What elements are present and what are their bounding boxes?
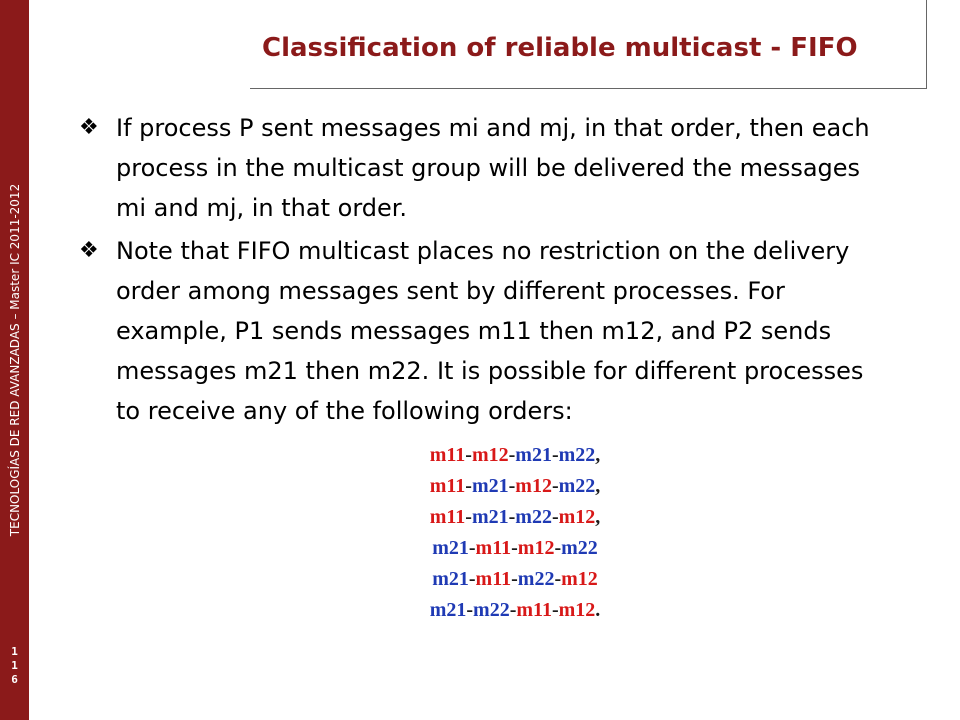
message-token: m22 bbox=[558, 444, 596, 466]
bullet-text: If process P sent messages mi and mj, in… bbox=[116, 114, 870, 222]
message-token: m12 bbox=[517, 537, 555, 559]
message-token: m22 bbox=[515, 506, 552, 528]
message-token: m11 bbox=[475, 537, 512, 559]
message-token: m21 bbox=[432, 568, 469, 590]
message-token: m12 bbox=[558, 599, 596, 621]
delivery-order-list: m11-m12-m21-m22, m11-m21-m12-m22, m11-m2… bbox=[380, 440, 650, 626]
bullet-text: Note that FIFO multicast places no restr… bbox=[116, 237, 864, 425]
separator: - bbox=[551, 506, 559, 528]
bullet-item: ❖ Note that FIFO multicast places no res… bbox=[75, 231, 875, 431]
message-token: m11 bbox=[429, 506, 466, 528]
message-token: m21 bbox=[432, 537, 469, 559]
message-token: m21 bbox=[515, 444, 552, 466]
message-token: m22 bbox=[473, 599, 510, 621]
page-digit: 1 bbox=[11, 645, 18, 658]
title-frame-vertical-line bbox=[926, 0, 927, 89]
separator: - bbox=[551, 475, 559, 497]
punctuation: . bbox=[595, 599, 601, 621]
separator: - bbox=[468, 568, 476, 590]
page-number: 1 1 6 bbox=[0, 645, 29, 687]
message-token: m11 bbox=[516, 599, 552, 621]
sidebar-course-label: TECNOLOGÍAS DE RED AVANZADAS – Master IC… bbox=[8, 183, 22, 537]
delivery-order-item: m11-m21-m22-m12, bbox=[380, 502, 650, 533]
message-token: m11 bbox=[429, 475, 466, 497]
separator: - bbox=[511, 537, 518, 559]
bullet-icon: ❖ bbox=[79, 115, 99, 140]
message-token: m12 bbox=[471, 444, 509, 466]
separator: - bbox=[554, 537, 562, 559]
separator: - bbox=[554, 568, 562, 590]
title-frame-horizontal-line bbox=[250, 88, 927, 89]
message-token: m22 bbox=[517, 568, 555, 590]
page-digit: 1 bbox=[11, 659, 18, 672]
page-digit: 6 bbox=[11, 673, 18, 686]
message-token: m12 bbox=[561, 568, 598, 590]
delivery-order-item: m11-m12-m21-m22, bbox=[380, 440, 650, 471]
bullet-list: ❖ If process P sent messages mi and mj, … bbox=[75, 108, 875, 434]
separator: - bbox=[511, 568, 518, 590]
bullet-item: ❖ If process P sent messages mi and mj, … bbox=[75, 108, 875, 228]
delivery-order-item: m21-m22-m11-m12. bbox=[380, 595, 650, 626]
separator: - bbox=[465, 506, 472, 528]
message-token: m12 bbox=[558, 506, 596, 528]
separator: - bbox=[468, 537, 476, 559]
separator: - bbox=[465, 444, 472, 466]
slide-title: Classification of reliable multicast - F… bbox=[262, 33, 858, 63]
punctuation: , bbox=[595, 475, 601, 497]
separator: - bbox=[509, 599, 517, 621]
separator: - bbox=[508, 475, 516, 497]
separator: - bbox=[508, 506, 516, 528]
message-token: m22 bbox=[561, 537, 598, 559]
punctuation: , bbox=[595, 506, 601, 528]
message-token: m22 bbox=[558, 475, 596, 497]
message-token: m21 bbox=[471, 475, 509, 497]
separator: - bbox=[466, 599, 474, 621]
message-token: m11 bbox=[429, 444, 466, 466]
delivery-order-item: m11-m21-m12-m22, bbox=[380, 471, 650, 502]
separator: - bbox=[551, 444, 559, 466]
punctuation: , bbox=[595, 444, 601, 466]
message-token: m12 bbox=[515, 475, 552, 497]
separator: - bbox=[551, 599, 559, 621]
delivery-order-item: m21-m11-m22-m12 bbox=[380, 564, 650, 595]
delivery-order-item: m21-m11-m12-m22 bbox=[380, 533, 650, 564]
separator: - bbox=[508, 444, 516, 466]
sidebar: TECNOLOGÍAS DE RED AVANZADAS – Master IC… bbox=[0, 0, 29, 720]
separator: - bbox=[465, 475, 472, 497]
message-token: m21 bbox=[429, 599, 467, 621]
message-token: m11 bbox=[475, 568, 512, 590]
bullet-icon: ❖ bbox=[79, 238, 99, 263]
message-token: m21 bbox=[471, 506, 509, 528]
